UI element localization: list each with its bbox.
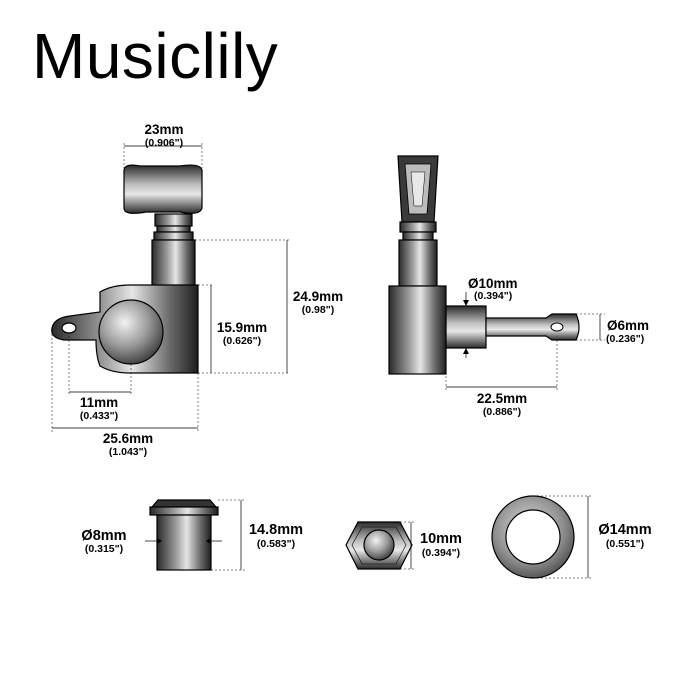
tuner-stem xyxy=(154,213,193,227)
side-bushing xyxy=(445,305,487,349)
ferrule-body xyxy=(156,514,212,571)
label-ferrule-diameter-mm: Ø8mm xyxy=(81,528,126,544)
label-ferrule-height-mm: 14.8mm xyxy=(249,522,303,538)
label-bushing-diameter-mm: Ø10mm xyxy=(468,276,518,291)
hex-nut-part xyxy=(345,521,413,570)
label-ferrule-height-inch: (0.583") xyxy=(257,538,295,550)
washer-dimensions: Ø14mm (0.551") xyxy=(533,495,652,579)
label-total-height-inch: (0.98") xyxy=(302,304,334,316)
label-button-width-inch: (0.906") xyxy=(145,137,183,149)
side-housing xyxy=(388,285,447,375)
washer-part xyxy=(491,495,575,579)
side-button-highlight xyxy=(410,171,426,207)
label-total-height-mm: 24.9mm xyxy=(293,289,343,304)
tuner-stem-ring xyxy=(156,225,191,233)
label-total-width-mm: 25.6mm xyxy=(103,431,153,446)
side-dimensions: Ø10mm (0.394") Ø6mm (0.236") 22.5mm (0.8… xyxy=(445,276,649,418)
ferrule-rim xyxy=(149,506,219,516)
side-post-hole xyxy=(550,322,564,332)
tuner-mount-hole xyxy=(61,322,77,334)
label-nut-size-mm: 10mm xyxy=(420,531,462,547)
label-post-offset-mm: 11mm xyxy=(80,395,118,410)
label-housing-height-inch: (0.626") xyxy=(223,335,261,347)
side-stem-ring-2 xyxy=(402,231,434,241)
side-stem-ring xyxy=(399,221,437,233)
tuner-gear-cover xyxy=(98,299,164,365)
washer-hole xyxy=(505,509,561,565)
label-post-length-inch: (0.886") xyxy=(483,406,521,418)
hex-nut-hole xyxy=(363,529,395,561)
ferrule-part xyxy=(149,499,219,571)
side-shaft xyxy=(398,239,438,287)
tuner-stem-ring-2 xyxy=(153,231,194,241)
label-housing-height-mm: 15.9mm xyxy=(217,320,267,335)
front-dimensions: 23mm (0.906") 24.9mm (0.98") 15.9mm (0.6… xyxy=(51,122,343,458)
tuner-button xyxy=(123,164,203,214)
tuner-shaft xyxy=(151,239,196,287)
ferrule-dimensions: Ø8mm (0.315") 14.8mm (0.583") xyxy=(81,499,303,571)
brand-logo-text: Musiclily xyxy=(32,20,279,92)
hex-nut-chamfer xyxy=(351,526,407,565)
label-washer-diameter-mm: Ø14mm xyxy=(598,522,651,538)
label-bushing-diameter-inch: (0.394") xyxy=(474,290,512,302)
label-washer-diameter-inch: (0.551") xyxy=(606,538,644,550)
label-post-diameter-inch: (0.236") xyxy=(606,333,644,345)
label-post-offset-inch: (0.433") xyxy=(80,410,118,422)
label-post-length-mm: 22.5mm xyxy=(477,391,527,406)
hex-nut-dimensions: 10mm (0.394") xyxy=(400,521,462,570)
label-ferrule-diameter-inch: (0.315") xyxy=(85,543,123,555)
label-total-width-inch: (1.043") xyxy=(109,446,147,458)
label-button-width-mm: 23mm xyxy=(144,122,183,137)
ferrule-flange xyxy=(150,499,218,508)
tuner-side-view xyxy=(388,155,580,375)
label-post-diameter-mm: Ø6mm xyxy=(607,318,649,333)
label-nut-size-inch: (0.394") xyxy=(422,547,460,559)
side-string-post xyxy=(485,313,580,341)
tuner-front-view xyxy=(51,164,203,374)
